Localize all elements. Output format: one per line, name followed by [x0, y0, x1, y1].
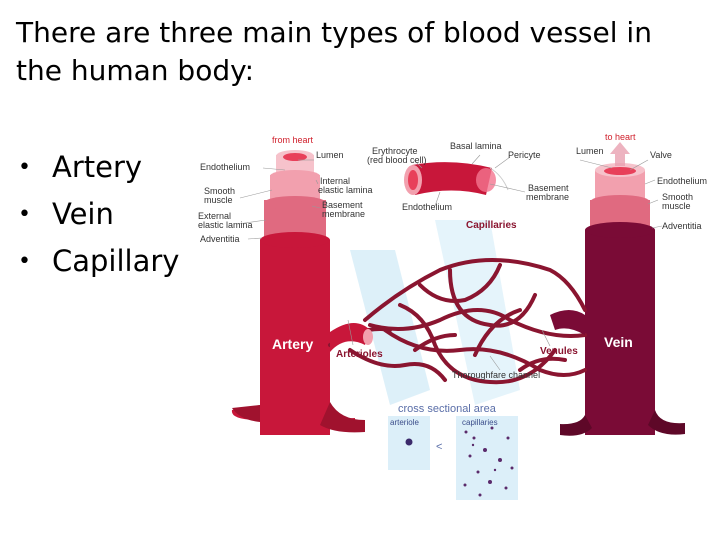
internal-elastic-label-1: Internal: [320, 176, 350, 186]
vein-name-label: Vein: [604, 334, 633, 350]
artery-name-label: Artery: [272, 336, 313, 352]
capillaries-label: Capillaries: [466, 220, 517, 231]
leader-lines: [237, 154, 663, 371]
arteriole-cross-section-dot: [405, 438, 413, 446]
arrow-up-icon: [610, 142, 630, 166]
bullet-icon: •: [18, 249, 31, 274]
cross-section-title: cross sectional area: [398, 403, 497, 415]
venules-label: Venules: [540, 346, 578, 357]
artery-basement-label-2: membrane: [322, 209, 365, 219]
capillary-network: [328, 258, 587, 385]
erythrocyte-label-2: (red blood cell): [367, 155, 427, 165]
title-line-1: There are three main types of blood vess…: [16, 16, 652, 49]
list-item: • Vein: [18, 191, 179, 238]
erythrocyte-label-1: Erythrocyte: [372, 146, 418, 156]
from-heart-label: from heart: [272, 135, 314, 145]
artery-endothelium-label: Endothelium: [200, 162, 250, 172]
vein-endothelium-label: Endothelium: [657, 176, 707, 186]
arterioles-label: Arterioles: [336, 349, 383, 360]
title-line-2: the human body:: [16, 54, 255, 87]
list-item: • Capillary: [18, 238, 179, 285]
less-than-symbol: <: [436, 441, 442, 453]
pericyte-label: Pericyte: [508, 150, 541, 160]
capillaries-panel: [456, 416, 518, 500]
slide-title: There are three main types of blood vess…: [16, 14, 706, 90]
list-item-label: Vein: [52, 197, 114, 231]
internal-elastic-label-2: elastic lamina: [318, 185, 373, 195]
artery-smooth-muscle-label-1: Smooth: [204, 186, 235, 196]
arteriole-stub: [330, 322, 370, 352]
capillary-basement-label-2: membrane: [526, 192, 569, 202]
vein-adventitia-label: Adventitia: [662, 221, 702, 231]
capillary-closeup: [404, 162, 509, 195]
venule-stub: [550, 310, 585, 335]
external-elastic-label-2: elastic lamina: [198, 220, 253, 230]
valve-label: Valve: [650, 150, 672, 160]
capillary-cross-section-dots: [463, 426, 514, 497]
artery-smooth-muscle-label-2: muscle: [204, 195, 233, 205]
list-item-label: Artery: [52, 150, 143, 184]
vessel-type-list: • Artery • Vein • Capillary: [18, 144, 179, 285]
capillary-endothelium-label: Endothelium: [402, 202, 452, 212]
blood-vessel-figure: from heart Endothelium Smooth muscle Ext…: [190, 120, 720, 510]
list-item: • Artery: [18, 144, 179, 191]
capillary-basement-label-1: Basement: [528, 183, 569, 193]
capillaries-cross-section-label: capillaries: [462, 418, 498, 427]
to-heart-label: to heart: [605, 132, 636, 142]
artery-lumen-label: Lumen: [316, 150, 344, 160]
list-item-label: Capillary: [52, 244, 180, 278]
artery-adventitia-label: Adventitia: [200, 234, 240, 244]
vein-smooth-muscle-label-1: Smooth: [662, 192, 693, 202]
artery-vessel: [231, 150, 365, 435]
arteriole-cross-section-label: arteriole: [390, 418, 419, 427]
bullet-icon: •: [18, 155, 31, 180]
vein-lumen-label: Lumen: [576, 146, 604, 156]
vein-vessel: [560, 142, 685, 436]
blood-vessel-illustration: from heart Endothelium Smooth muscle Ext…: [198, 132, 707, 500]
basal-lamina-label: Basal lamina: [450, 141, 502, 151]
thoroughfare-label: Thoroughfare channel: [452, 370, 540, 380]
bullet-icon: •: [18, 202, 31, 227]
external-elastic-label-1: External: [198, 211, 231, 221]
artery-basement-label-1: Basement: [322, 200, 363, 210]
vein-smooth-muscle-label-2: muscle: [662, 201, 691, 211]
